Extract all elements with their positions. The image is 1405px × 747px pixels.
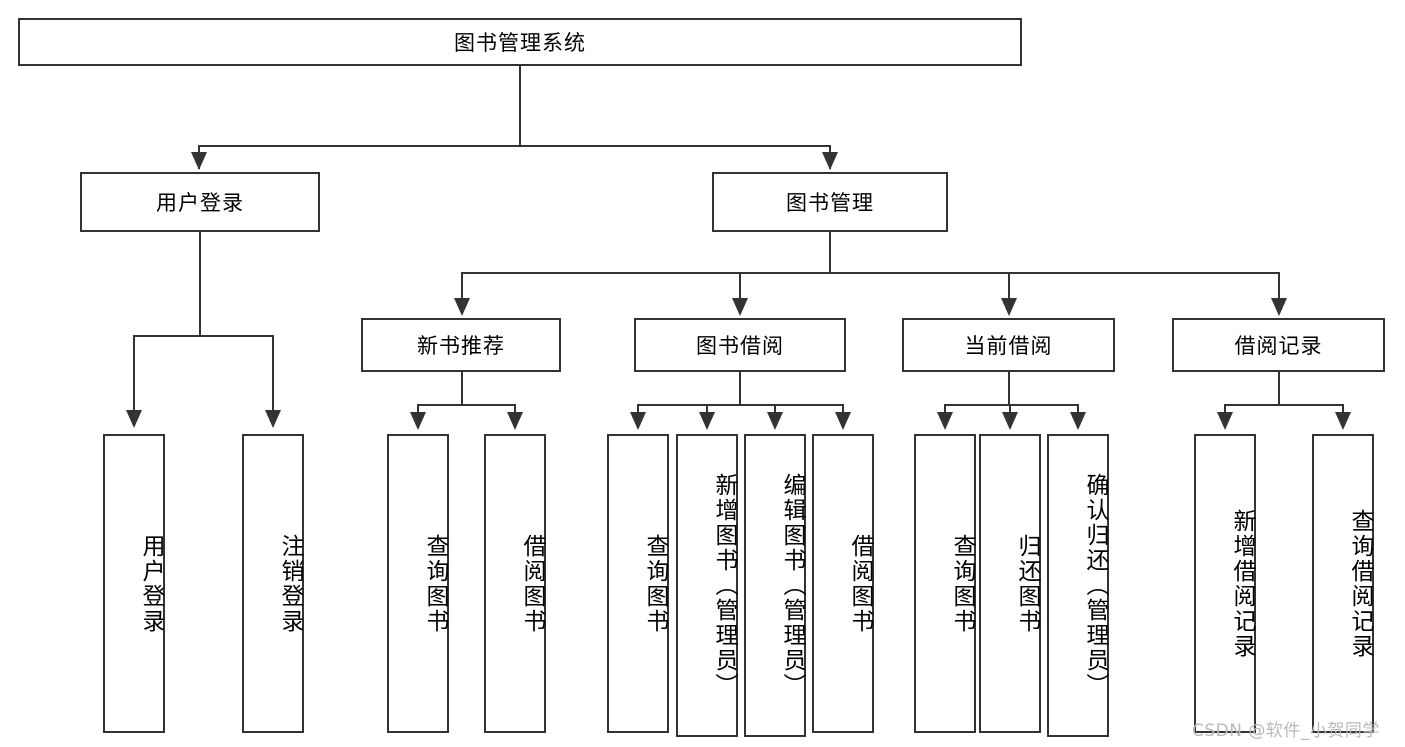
arrow-down-icon — [767, 412, 783, 430]
edge-to-borrow-record — [1278, 272, 1280, 302]
arrow-down-icon — [454, 298, 470, 316]
arrow-down-icon — [822, 152, 838, 170]
node-label: 借阅图书 — [519, 533, 545, 634]
edge-new-book-bar — [417, 404, 515, 406]
node-root-book-management-system[interactable]: 图书管理系统 — [18, 18, 1022, 66]
node-label: 新书推荐 — [417, 334, 505, 358]
node-label: 借阅记录 — [1234, 334, 1323, 358]
edge-user-login-trunk — [199, 232, 201, 337]
edge-root-bar — [198, 145, 831, 147]
node-label: 查询图书 — [949, 533, 975, 634]
arrow-down-icon — [410, 412, 426, 430]
node-label: 确认归还（管理员） — [1082, 473, 1108, 698]
node-new-book-recommend[interactable]: 新书推荐 — [361, 318, 561, 372]
node-label: 归还图书 — [1014, 533, 1040, 634]
node-label: 用户登录 — [156, 191, 244, 215]
arrow-down-icon — [937, 412, 953, 430]
edge-to-current-borrow — [1008, 272, 1010, 302]
arrow-down-icon — [126, 410, 142, 428]
node-label: 用户登录 — [138, 533, 164, 634]
arrow-down-icon — [699, 412, 715, 430]
leaf-user-login-logout[interactable]: 注销登录 — [242, 434, 304, 733]
node-user-login[interactable]: 用户登录 — [80, 172, 320, 232]
edge-user-login-left — [133, 335, 135, 417]
edge-current-borrow-trunk — [1008, 372, 1010, 406]
node-label: 新增借阅记录 — [1229, 508, 1255, 659]
node-label: 新增图书（管理员） — [711, 473, 737, 698]
leaf-current-borrow-return[interactable]: 归还图书 — [979, 434, 1041, 733]
node-label: 注销登录 — [277, 533, 303, 634]
node-label: 图书借阅 — [696, 334, 784, 358]
leaf-book-borrow-add[interactable]: 新增图书（管理员） — [676, 434, 738, 737]
arrow-down-icon — [1335, 412, 1351, 430]
arrow-down-icon — [265, 410, 281, 428]
watermark-text: CSDN @软件_小贺同学 — [1192, 721, 1380, 741]
arrow-down-icon — [1070, 412, 1086, 430]
leaf-book-borrow-edit[interactable]: 编辑图书（管理员） — [744, 434, 806, 737]
node-label: 编辑图书（管理员） — [779, 473, 805, 698]
arrow-down-icon — [1001, 298, 1017, 316]
arrow-down-icon — [191, 152, 207, 170]
node-label: 图书管理系统 — [454, 31, 586, 55]
leaf-new-book-borrow[interactable]: 借阅图书 — [484, 434, 546, 733]
edge-book-borrow-trunk — [739, 372, 741, 406]
arrow-down-icon — [507, 412, 523, 430]
edge-new-book-trunk — [461, 372, 463, 406]
edge-to-book-borrow — [739, 272, 741, 302]
node-current-borrow[interactable]: 当前借阅 — [902, 318, 1115, 372]
node-label: 查询图书 — [642, 533, 668, 634]
node-book-borrow[interactable]: 图书借阅 — [634, 318, 846, 372]
edge-book-mgmt-trunk — [829, 232, 831, 274]
node-label: 查询借阅记录 — [1347, 508, 1373, 659]
node-book-management[interactable]: 图书管理 — [712, 172, 948, 232]
edge-root-trunk — [519, 66, 521, 146]
edge-to-new-book — [461, 272, 463, 302]
arrow-down-icon — [1217, 412, 1233, 430]
edge-current-borrow-bar — [944, 404, 1078, 406]
arrow-down-icon — [1271, 298, 1287, 316]
leaf-user-login-login[interactable]: 用户登录 — [103, 434, 165, 733]
leaf-current-borrow-query[interactable]: 查询图书 — [914, 434, 976, 733]
node-label: 图书管理 — [786, 191, 874, 215]
edge-book-borrow-bar — [637, 404, 843, 406]
node-label: 查询图书 — [422, 533, 448, 634]
edge-borrow-record-trunk — [1278, 372, 1280, 406]
leaf-borrow-record-query[interactable]: 查询借阅记录 — [1312, 434, 1374, 733]
node-label: 借阅图书 — [847, 533, 873, 634]
leaf-new-book-query[interactable]: 查询图书 — [387, 434, 449, 733]
arrow-down-icon — [732, 298, 748, 316]
leaf-book-borrow-query[interactable]: 查询图书 — [607, 434, 669, 733]
edge-book-mgmt-bar — [461, 272, 1279, 274]
node-borrow-record[interactable]: 借阅记录 — [1172, 318, 1385, 372]
edge-user-login-right — [272, 335, 274, 417]
edge-borrow-record-bar — [1224, 404, 1343, 406]
edge-user-login-bar — [133, 335, 274, 337]
arrow-down-icon — [835, 412, 851, 430]
leaf-book-borrow-borrow[interactable]: 借阅图书 — [812, 434, 874, 733]
node-label: 当前借阅 — [964, 334, 1053, 358]
arrow-down-icon — [630, 412, 646, 430]
leaf-borrow-record-add[interactable]: 新增借阅记录 — [1194, 434, 1256, 733]
leaf-current-borrow-confirm[interactable]: 确认归还（管理员） — [1047, 434, 1109, 737]
arrow-down-icon — [1002, 412, 1018, 430]
